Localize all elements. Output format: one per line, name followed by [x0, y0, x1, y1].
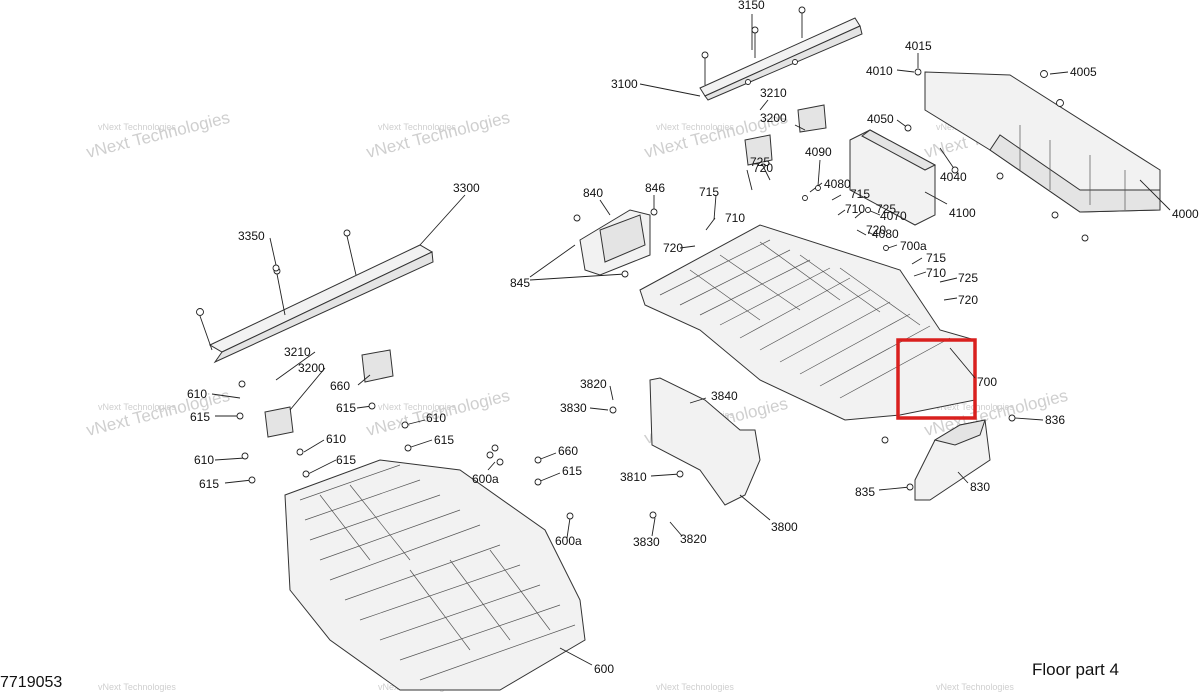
rail-3300	[196, 229, 434, 364]
leader-lines	[211, 14, 1171, 666]
part-label: 660	[558, 444, 578, 458]
part-label: 720	[958, 293, 978, 307]
part-label: 4010	[866, 64, 893, 78]
part-label: 615	[336, 401, 356, 415]
guard-830	[914, 419, 991, 501]
part-label: 615	[434, 433, 454, 447]
part-label: 3820	[680, 532, 707, 546]
part-label: 710	[725, 211, 745, 225]
part-label: 3200	[298, 361, 325, 375]
watermark: vNext Technologies	[98, 402, 176, 412]
watermark: vNext Technologies	[84, 108, 231, 162]
part-label: 4015	[905, 39, 932, 53]
part-label: 725	[958, 271, 978, 285]
part-label: 4050	[867, 112, 894, 126]
watermark: vNext Technologies	[98, 682, 176, 692]
part-label: 3100	[611, 77, 638, 91]
part-label: 4070	[880, 209, 907, 223]
bracket-3200-right	[744, 104, 827, 166]
part-label: 3210	[760, 86, 787, 100]
panel-3800	[649, 377, 761, 506]
part-label: 3210	[284, 345, 311, 359]
part-label: 610	[194, 453, 214, 467]
part-label: 4000	[1172, 207, 1199, 221]
part-label: 4100	[949, 206, 976, 220]
watermark: vNext Technologies	[378, 402, 456, 412]
part-label: 720	[663, 241, 683, 255]
part-label: 600a	[472, 472, 499, 486]
part-labels: 3150 3100 3210 3200 4015 4010 4005 4050 …	[187, 0, 1199, 676]
part-label: 3150	[738, 0, 765, 12]
part-label: 715	[850, 187, 870, 201]
bracket-3200-left	[264, 349, 394, 438]
part-label: 600a	[555, 534, 582, 548]
part-label: 4090	[805, 145, 832, 159]
rear-panel-4000	[924, 71, 1161, 213]
part-label: 615	[562, 464, 582, 478]
watermark: vNext Technologies	[98, 122, 176, 132]
watermark: vNext Technologies	[936, 682, 1014, 692]
part-label: 660	[330, 379, 350, 393]
part-label: 700a	[900, 239, 927, 253]
part-label: 830	[970, 480, 990, 494]
part-label: 3800	[771, 520, 798, 534]
bracket-840	[579, 209, 651, 276]
fasteners	[236, 68, 1089, 520]
part-label: 3350	[238, 229, 265, 243]
floor-700	[639, 224, 976, 421]
part-label: 615	[190, 410, 210, 424]
part-label: 845	[510, 276, 530, 290]
part-label: 710	[926, 266, 946, 280]
part-label: 836	[1045, 413, 1065, 427]
watermark: vNext Technologies	[656, 122, 734, 132]
part-label: 4040	[940, 170, 967, 184]
panel-4100	[849, 129, 937, 226]
part-label: 715	[699, 185, 719, 199]
part-label: 4080	[824, 177, 851, 191]
watermark: vNext Technologies	[656, 682, 734, 692]
floor-600	[284, 459, 586, 691]
part-label: 610	[426, 411, 446, 425]
part-label: 700	[977, 375, 997, 389]
part-label: 610	[326, 432, 346, 446]
part-label: 715	[926, 251, 946, 265]
part-label: 615	[336, 453, 356, 467]
part-label: 846	[645, 181, 665, 195]
part-label: 3200	[760, 111, 787, 125]
part-label: 710	[845, 202, 865, 216]
rail-3100	[699, 6, 863, 101]
part-label: 615	[199, 477, 219, 491]
part-label: 600	[594, 662, 614, 676]
part-label: 725	[750, 155, 770, 169]
watermark: vNext Technologies	[378, 122, 456, 132]
part-label: 3840	[711, 389, 738, 403]
part-label: 720	[866, 223, 886, 237]
watermark: vNext Technologies	[364, 108, 511, 162]
part-label: 725	[876, 202, 896, 216]
part-label: 720	[753, 161, 773, 175]
part-label: 3300	[453, 181, 480, 195]
part-label: 3820	[580, 377, 607, 391]
part-label: 4005	[1070, 65, 1097, 79]
part-label: 610	[187, 387, 207, 401]
part-label: 4080	[872, 227, 899, 241]
part-label: 3810	[620, 470, 647, 484]
part-label: 3830	[560, 401, 587, 415]
doc-number: 7719053	[0, 674, 63, 691]
part-label: 835	[855, 485, 875, 499]
part-label: 840	[583, 186, 603, 200]
part-label: 3830	[633, 535, 660, 549]
highlight-box	[896, 338, 977, 420]
diagram-title: Floor part 4	[1032, 660, 1119, 679]
